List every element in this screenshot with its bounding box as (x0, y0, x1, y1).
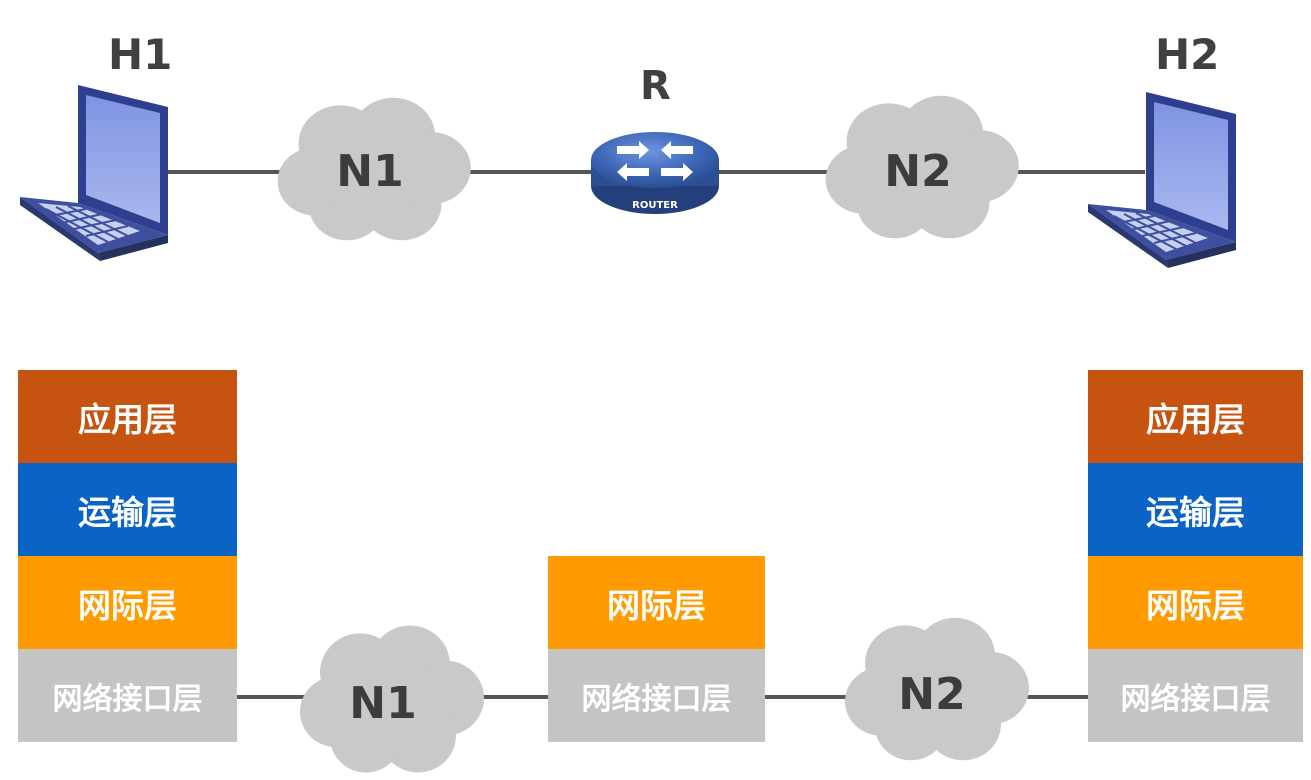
network-interface-layer: 网络接口层 (18, 649, 237, 742)
internet-layer: 网际层 (1088, 556, 1303, 649)
laptop-icon (20, 85, 168, 261)
network-interface-layer: 网络接口层 (1088, 649, 1303, 742)
application-layer: 应用层 (1088, 370, 1303, 463)
router-icon: ROUTER (591, 132, 719, 214)
internet-layer: 网际层 (548, 556, 765, 649)
transport-layer: 运输层 (1088, 463, 1303, 556)
network-interface-layer: 网络接口层 (548, 649, 765, 742)
host1-label: H1 (108, 30, 173, 79)
application-layer: 应用层 (18, 370, 237, 463)
router-label: R (640, 63, 671, 109)
network2-label: N2 (898, 669, 966, 720)
router-badge: ROUTER (632, 200, 678, 211)
network1-label: N1 (349, 678, 417, 729)
network2-label: N2 (884, 146, 952, 197)
host2-label: H2 (1155, 30, 1220, 79)
laptop-icon (1088, 92, 1236, 268)
transport-layer: 运输层 (18, 463, 237, 556)
internet-layer: 网际层 (18, 556, 237, 649)
network1-label: N1 (336, 146, 404, 197)
